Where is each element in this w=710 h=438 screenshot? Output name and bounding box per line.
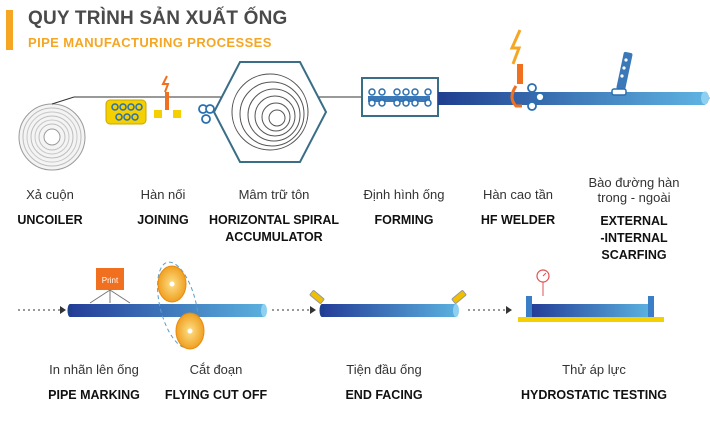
lightning-icon xyxy=(509,29,522,65)
step-pipe-marking: In nhãn lên ống PIPE MARKING xyxy=(24,362,164,404)
step-accumulator-vn: Mâm trữ tôn xyxy=(238,187,310,202)
spiral-accumulator-icon xyxy=(212,61,328,163)
step-end-facing-en: END FACING xyxy=(345,388,423,402)
print-machine-icon: Print xyxy=(89,268,131,304)
step-hydrostatic-testing-vn: Thử áp lực xyxy=(562,362,626,377)
step-forming-vn: Định hình ống xyxy=(363,187,445,202)
step-scarfing-en: EXTERNAL -INTERNAL SCARFING xyxy=(600,214,668,262)
step-hf-welder: Hàn cao tần HF WELDER xyxy=(448,187,588,229)
step-scarfing-vn: Bào đường hàn trong - ngoài xyxy=(588,175,680,205)
row2-pipe-marking xyxy=(18,304,267,317)
step-flying-cut-off-en: FLYING CUT OFF xyxy=(164,388,268,402)
end-facing-tool-icon xyxy=(272,290,467,317)
hf-welder-icon xyxy=(509,29,545,111)
joining-welder-icon xyxy=(105,75,215,125)
print-label: Print xyxy=(102,276,119,285)
hydrostatic-tester-icon xyxy=(468,269,664,322)
step-hydrostatic-testing-en: HYDROSTATIC TESTING xyxy=(520,388,668,402)
step-joining: Hàn nối JOINING xyxy=(93,187,233,229)
step-accumulator: Mâm trữ tôn HORIZONTAL SPIRAL ACCUMULATO… xyxy=(199,187,349,246)
step-forming-en: FORMING xyxy=(374,213,434,227)
step-end-facing: Tiện đầu ống END FACING xyxy=(314,362,454,404)
step-uncoiler-vn: Xả cuộn xyxy=(26,187,74,202)
step-uncoiler: Xả cuộn UNCOILER xyxy=(0,187,120,229)
step-joining-vn: Hàn nối xyxy=(140,187,186,202)
step-scarfing: Bào đường hàn trong - ngoài EXTERNAL -IN… xyxy=(579,175,689,264)
scarfing-tool-icon xyxy=(611,51,633,96)
step-pipe-marking-vn: In nhãn lên ống xyxy=(49,362,139,377)
step-accumulator-en: HORIZONTAL SPIRAL ACCUMULATOR xyxy=(208,213,340,244)
forming-rollers-icon xyxy=(361,77,439,117)
flying-saw-icon xyxy=(157,261,205,350)
step-pipe-marking-en: PIPE MARKING xyxy=(48,388,140,402)
row1-pipe xyxy=(438,92,710,105)
step-hf-welder-vn: Hàn cao tần xyxy=(482,187,554,202)
step-hydrostatic-testing: Thử áp lực HYDROSTATIC TESTING xyxy=(509,362,679,404)
step-joining-en: JOINING xyxy=(137,213,189,227)
step-flying-cut-off-vn: Cắt đoạn xyxy=(189,362,243,377)
header-accent-bar xyxy=(6,10,13,50)
uncoiler-coil-icon xyxy=(18,96,86,171)
page-title: QUY TRÌNH SẢN XUẤT ỐNG xyxy=(28,8,288,29)
step-flying-cut-off: Cắt đoạn FLYING CUT OFF xyxy=(146,362,286,404)
step-uncoiler-en: UNCOILER xyxy=(17,213,83,227)
page-subtitle: PIPE MANUFACTURING PROCESSES xyxy=(28,35,272,50)
step-forming: Định hình ống FORMING xyxy=(334,187,474,229)
step-hf-welder-en: HF WELDER xyxy=(480,213,556,227)
step-end-facing-vn: Tiện đầu ống xyxy=(346,362,422,377)
